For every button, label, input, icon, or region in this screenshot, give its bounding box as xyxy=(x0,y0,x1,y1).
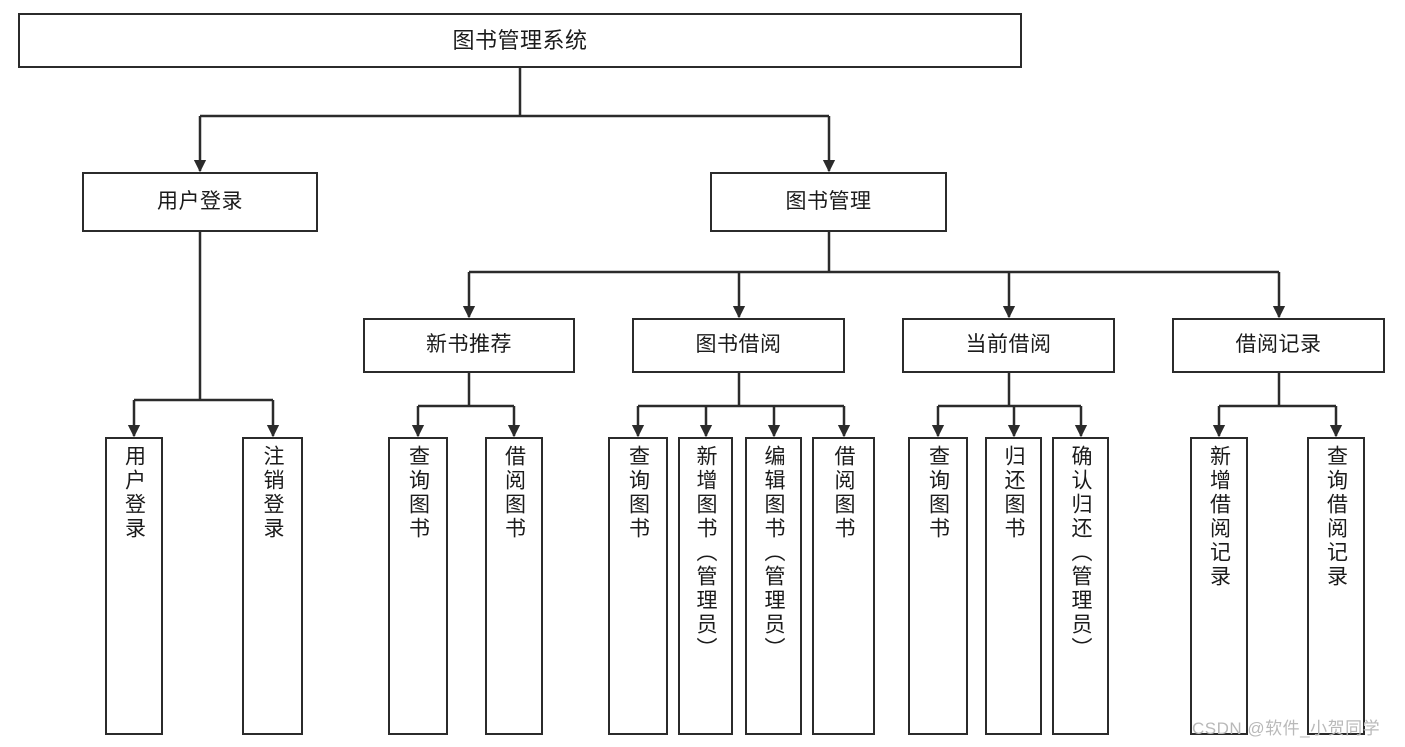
node-label: 查询图书 xyxy=(626,445,650,541)
node-label: 借阅记录 xyxy=(1235,333,1322,357)
node-leaf-6[interactable]: 新增图书（管理员） xyxy=(678,437,733,735)
node-label: 借阅图书 xyxy=(832,445,856,541)
node-records[interactable]: 借阅记录 xyxy=(1172,318,1385,373)
node-leaf-9[interactable]: 查询图书 xyxy=(908,437,968,735)
node-current[interactable]: 当前借阅 xyxy=(902,318,1115,373)
node-leaf-11[interactable]: 确认归还（管理员） xyxy=(1052,437,1109,735)
node-leaf-5[interactable]: 查询图书 xyxy=(608,437,668,735)
node-leaf-8[interactable]: 借阅图书 xyxy=(812,437,875,735)
csdn-watermark: CSDN @软件_小贺同学 xyxy=(1192,719,1381,738)
node-label: 查询图书 xyxy=(406,445,430,541)
node-leaf-2[interactable]: 注销登录 xyxy=(242,437,303,735)
node-label: 图书管理 xyxy=(785,189,872,213)
node-label: 图书借阅 xyxy=(695,333,782,357)
node-label: 新增图书（管理员） xyxy=(694,445,718,661)
node-bookmgmt[interactable]: 图书管理 xyxy=(710,172,947,232)
node-label: 注销登录 xyxy=(261,445,285,541)
node-label: 借阅图书 xyxy=(502,445,526,541)
node-root[interactable]: 图书管理系统 xyxy=(18,13,1022,68)
node-label: 用户登录 xyxy=(122,445,146,541)
node-leaf-4[interactable]: 借阅图书 xyxy=(485,437,543,735)
node-label: 当前借阅 xyxy=(965,333,1052,357)
node-leaf-7[interactable]: 编辑图书（管理员） xyxy=(745,437,802,735)
node-label: 编辑图书（管理员） xyxy=(762,445,786,661)
node-newbook[interactable]: 新书推荐 xyxy=(363,318,575,373)
node-leaf-1[interactable]: 用户登录 xyxy=(105,437,163,735)
node-label: 查询图书 xyxy=(926,445,950,541)
node-leaf-10[interactable]: 归还图书 xyxy=(985,437,1042,735)
node-label: 确认归还（管理员） xyxy=(1069,445,1093,661)
node-leaf-3[interactable]: 查询图书 xyxy=(388,437,448,735)
node-label: 归还图书 xyxy=(1002,445,1026,541)
node-label: 查询借阅记录 xyxy=(1324,445,1348,589)
node-borrow[interactable]: 图书借阅 xyxy=(632,318,845,373)
node-leaf-13[interactable]: 查询借阅记录 xyxy=(1307,437,1365,735)
node-label: 图书管理系统 xyxy=(452,27,588,53)
node-label: 新增借阅记录 xyxy=(1207,445,1231,589)
node-label: 新书推荐 xyxy=(426,333,512,357)
node-login[interactable]: 用户登录 xyxy=(82,172,318,232)
node-leaf-12[interactable]: 新增借阅记录 xyxy=(1190,437,1248,735)
node-label: 用户登录 xyxy=(157,189,243,213)
